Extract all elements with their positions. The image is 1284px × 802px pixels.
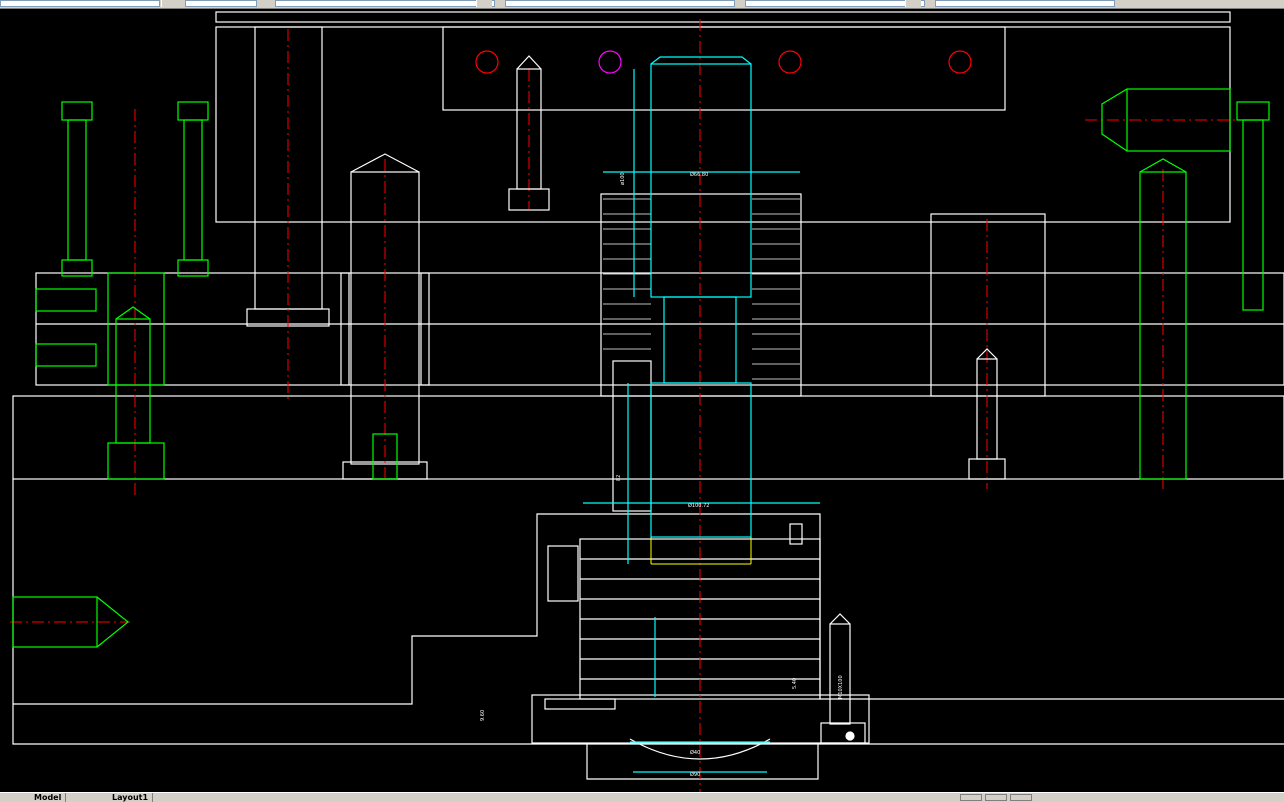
dim-d1: Ø66.80 (690, 171, 708, 178)
drawing-canvas[interactable]: Ø66.80 ø100 82 Ø100.72 Ø40 Ø90 9.60 5.40… (0, 9, 1284, 792)
layer-dropdown[interactable] (275, 0, 495, 7)
centerlines (10, 19, 1240, 792)
status-toggle-3[interactable] (1010, 794, 1032, 801)
toolbar (0, 0, 1284, 9)
plotstyle-dropdown[interactable] (935, 0, 1115, 7)
white-screws (508, 55, 1006, 725)
punch (583, 56, 820, 773)
toolbar-dropdown-1[interactable] (0, 0, 160, 7)
die-outline (12, 11, 1284, 780)
dimension-text: Ø66.80 ø100 82 Ø100.72 Ø40 Ø90 9.60 5.40… (480, 171, 844, 778)
dim-d4: Ø100.72 (688, 502, 709, 509)
bolts (12, 88, 1270, 648)
hatch-areas (603, 198, 800, 380)
dim-d2: ø100 (620, 172, 626, 185)
dim-d7: Ø90 (690, 771, 700, 778)
dim-d9: 5.40 (792, 678, 798, 689)
dim-d10: M10X100 (838, 675, 844, 699)
holes (475, 50, 972, 74)
dropdown-arrow-icon[interactable] (161, 0, 177, 7)
dropdown-arrow-icon[interactable] (476, 0, 492, 7)
dim-d8: 9.60 (480, 710, 486, 721)
status-toggle-1[interactable] (960, 794, 982, 801)
toolbar-dropdown-2[interactable] (185, 0, 257, 7)
dim-d3: 82 (616, 475, 622, 481)
tab-model[interactable]: Model (30, 793, 67, 802)
dim-d6: Ø40 (690, 749, 700, 756)
dropdown-arrow-icon[interactable] (905, 0, 921, 7)
lineweight-dropdown[interactable] (745, 0, 925, 7)
linetype-dropdown[interactable] (505, 0, 735, 7)
status-toggle-2[interactable] (985, 794, 1007, 801)
dimension-lines (650, 537, 752, 565)
tab-layout1[interactable]: Layout1 (108, 793, 154, 802)
